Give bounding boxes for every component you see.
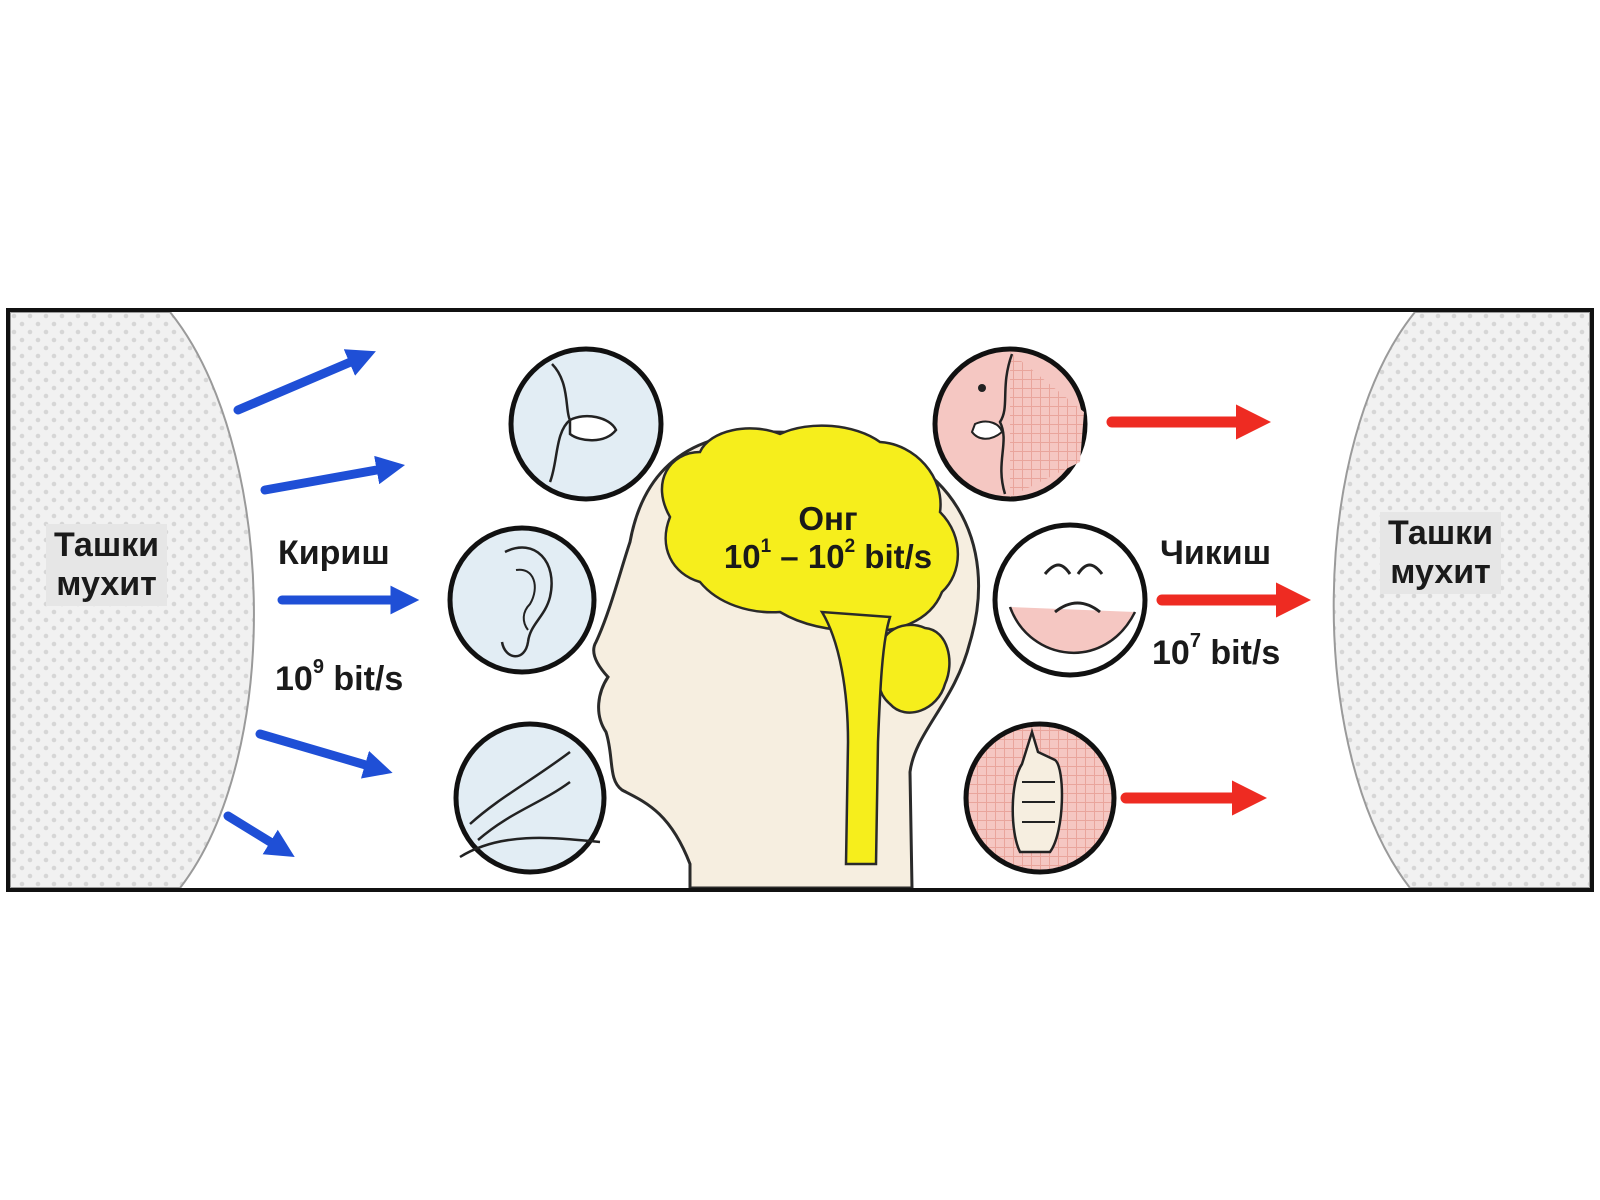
information-flow-diagram: Ташки мухит Ташки мухит Кириш 109 bit/s … <box>6 308 1594 892</box>
consciousness-rate-from-base: 10 <box>723 537 761 575</box>
mouth-icon <box>508 346 664 502</box>
input-arrows <box>223 349 420 858</box>
ear-icon <box>447 525 597 675</box>
consciousness-rate-from-exp: 1 <box>760 535 772 557</box>
face-speaking-icon <box>932 346 1088 502</box>
input-rate-unit: bit/s <box>323 660 404 698</box>
consciousness-title: Онг <box>798 500 858 537</box>
output-rate-unit: bit/s <box>1200 634 1281 672</box>
environment-right-line2: мухит <box>1390 553 1491 592</box>
diagram-graphics <box>10 312 1590 888</box>
hand-touch-icon <box>453 721 607 875</box>
environment-left-line1: Ташки <box>54 526 160 564</box>
output-rate-base: 10 <box>1152 634 1190 672</box>
output-rate-exp: 7 <box>1189 630 1201 652</box>
consciousness-rate-to-exp: 2 <box>844 535 856 557</box>
consciousness-label: Онг 101 – 102 bit/s <box>698 500 958 576</box>
environment-left-line2: мухит <box>56 565 157 604</box>
consciousness-rate-unit: bit/s <box>855 537 933 575</box>
face-expression-icon <box>992 522 1148 678</box>
output-rate: 107 bit/s <box>1152 630 1281 673</box>
input-rate: 109 bit/s <box>275 656 404 699</box>
brainstem <box>819 610 892 866</box>
input-rate-base: 10 <box>275 660 313 698</box>
cerebrum <box>660 424 960 632</box>
input-arrow-4 <box>255 729 393 779</box>
input-arrow-1 <box>233 349 376 415</box>
brain <box>660 424 960 866</box>
consciousness-rate-sep: – <box>771 537 808 575</box>
environment-right-label: Ташки мухит <box>1380 512 1502 595</box>
output-arrows <box>1106 404 1312 816</box>
output-label: Чикиш <box>1160 534 1272 572</box>
consciousness-rate-to-base: 10 <box>807 537 845 575</box>
thumbs-up-icon <box>963 721 1117 875</box>
input-arrow-5 <box>223 811 295 858</box>
input-label: Кириш <box>278 534 390 572</box>
environment-right-line1: Ташки <box>1388 514 1494 552</box>
input-rate-exp: 9 <box>312 656 324 678</box>
environment-right <box>1332 312 1590 888</box>
input-arrow-2 <box>260 455 406 495</box>
consciousness-rate: 101 – 102 bit/s <box>698 535 958 576</box>
cerebellum <box>877 623 951 714</box>
environment-left-label: Ташки мухит <box>46 524 168 607</box>
